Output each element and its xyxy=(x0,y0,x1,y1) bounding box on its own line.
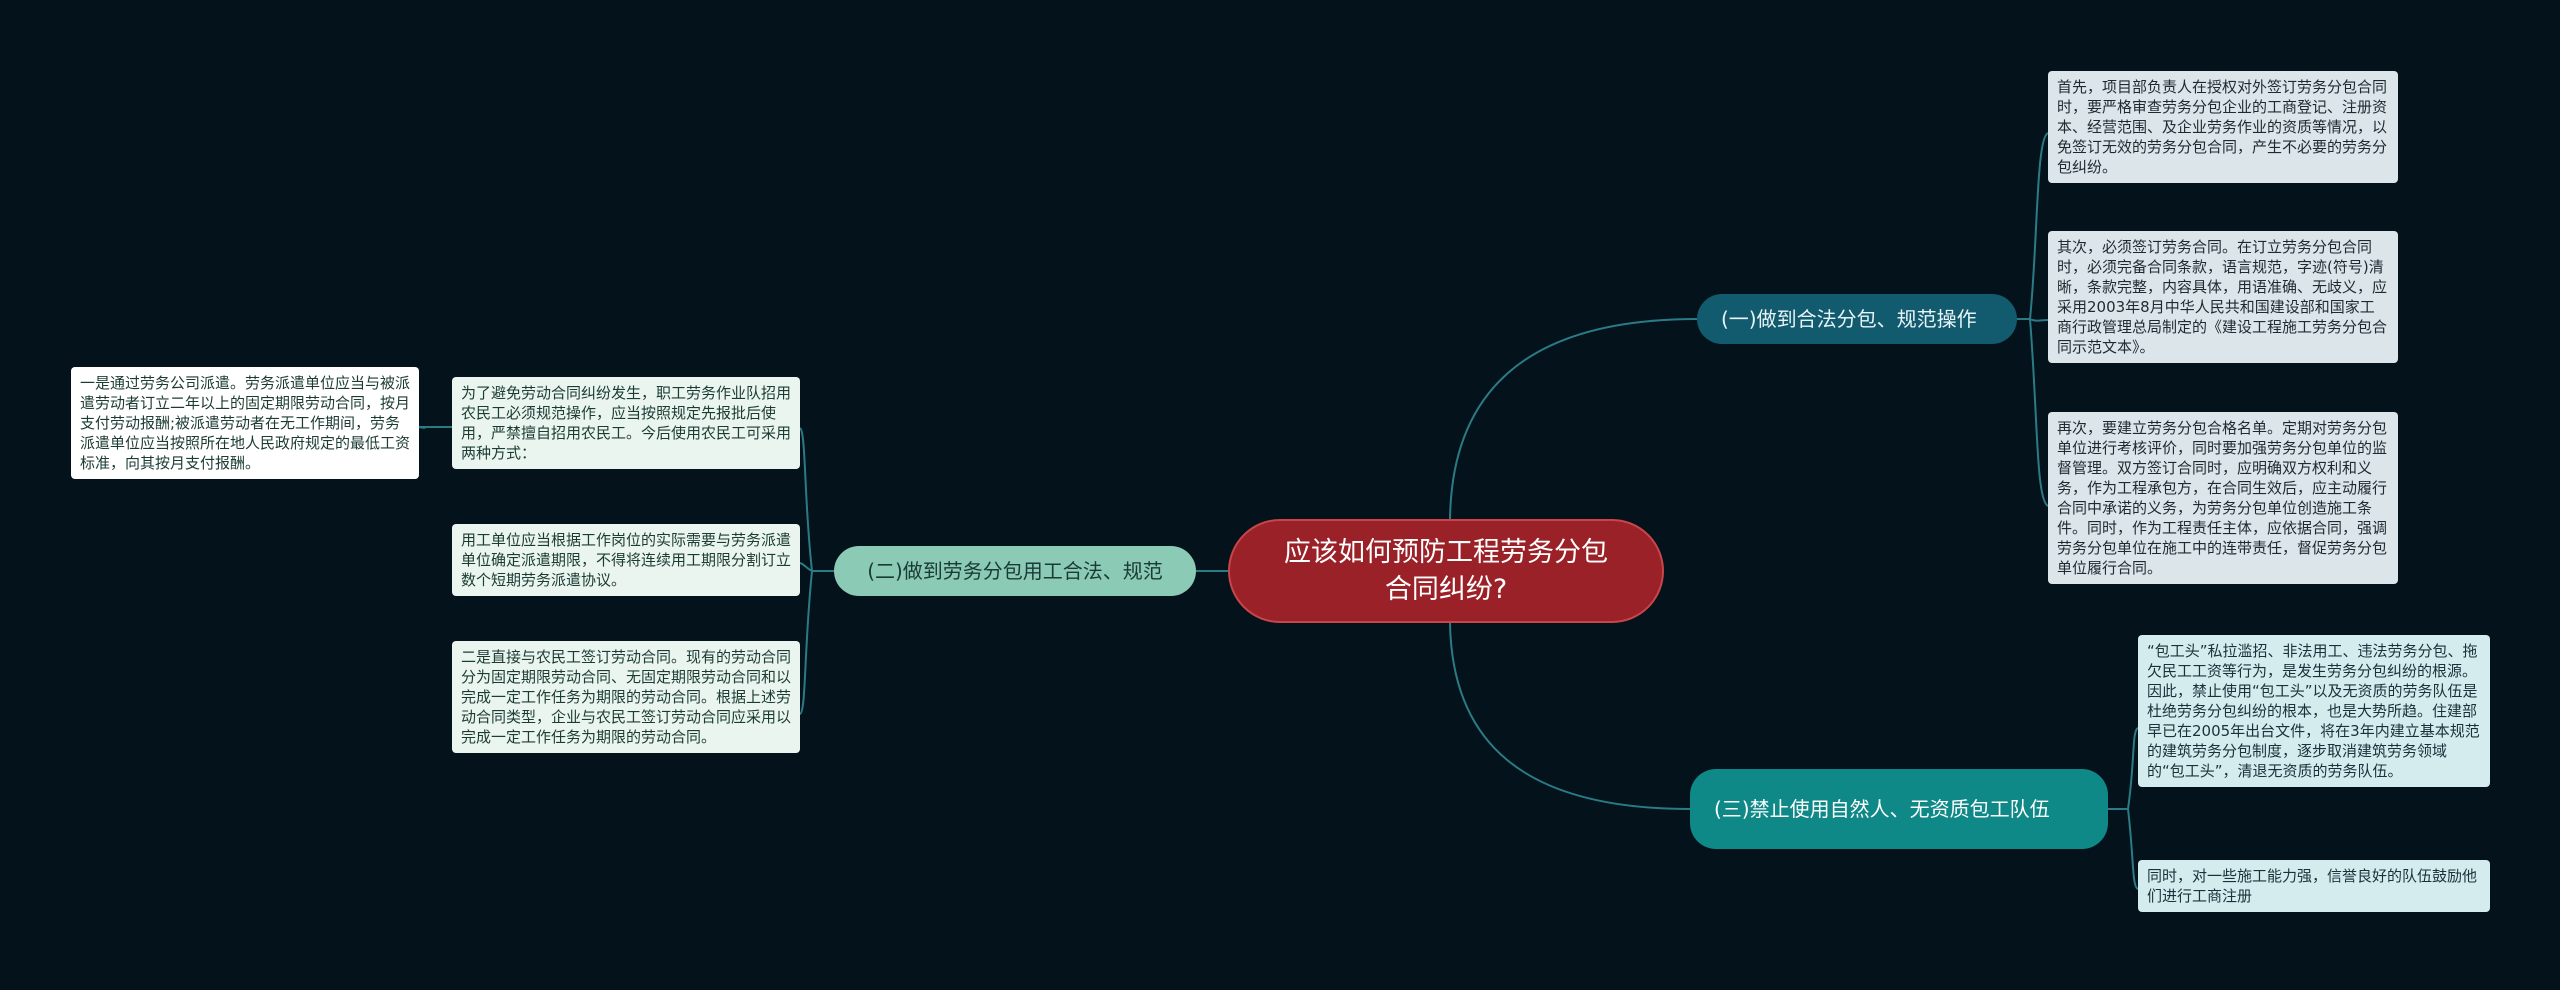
link-root-branch1 xyxy=(1449,318,1698,520)
leaf-text: 其次，必须签订劳务合同。在订立劳务分包合同时，必须完备合同条款，语言规范，字迹(… xyxy=(2057,238,2388,356)
link-b2-subleaf xyxy=(418,426,452,429)
leaf-b2-dispatch-company[interactable]: 一是通过劳务公司派遣。劳务派遣单位应当与被派遣劳动者订立二年以上的固定期限劳动合… xyxy=(71,367,419,479)
link-b1-leaf2 xyxy=(2029,318,2049,322)
leaf-b2-intro[interactable]: 为了避免劳动合同纠纷发生，职工劳务作业队招用农民工必须规范操作，应当按照规定先报… xyxy=(452,377,800,469)
link-b1-leaf1 xyxy=(2029,132,2049,320)
leaf-b1-third[interactable]: 再次，要建立劳务分包合格名单。定期对劳务分包单位进行考核评价，同时要加强劳务分包… xyxy=(2048,412,2398,584)
leaf-b3-encourage-registration[interactable]: 同时，对一些施工能力强，信誉良好的队伍鼓励他们进行工商注册 xyxy=(2138,860,2490,912)
leaf-text: 首先，项目部负责人在授权对外签订劳务分包合同时，要严格审查劳务分包企业的工商登记… xyxy=(2057,78,2388,176)
leaf-b1-second[interactable]: 其次，必须签订劳务合同。在订立劳务分包合同时，必须完备合同条款，语言规范，字迹(… xyxy=(2048,231,2398,363)
leaf-b2-dispatch-term[interactable]: 用工单位应当根据工作岗位的实际需要与劳务派遣单位确定派遣期限，不得将连续用工期限… xyxy=(452,524,800,596)
link-b1-leaf3 xyxy=(2029,318,2049,507)
root-topic-label: 应该如何预防工程劳务分包合同纠纷? xyxy=(1284,537,1608,605)
branch-label: (三)禁止使用自然人、无资质包工队伍 xyxy=(1714,797,2050,821)
link-root-branch3 xyxy=(1449,622,1691,810)
branch-lawful-employment[interactable]: (二)做到劳务分包用工合法、规范 xyxy=(834,546,1196,596)
leaf-text: 用工单位应当根据工作岗位的实际需要与劳务派遣单位确定派遣期限，不得将连续用工期限… xyxy=(461,531,792,589)
link-b3-leaf2 xyxy=(2127,808,2139,890)
root-topic[interactable]: 应该如何预防工程劳务分包合同纠纷? xyxy=(1228,519,1664,623)
link-b2-leaf1 xyxy=(799,427,813,572)
branch-ban-unqualified-teams[interactable]: (三)禁止使用自然人、无资质包工队伍 xyxy=(1690,769,2108,849)
leaf-text: 为了避免劳动合同纠纷发生，职工劳务作业队招用农民工必须规范操作，应当按照规定先报… xyxy=(461,384,792,462)
leaf-b3-contractor-ban[interactable]: “包工头”私拉滥招、非法用工、违法劳务分包、拖欠民工工资等行为，是发生劳务分包纠… xyxy=(2138,635,2490,787)
leaf-b2-direct-contract[interactable]: 二是直接与农民工签订劳动合同。现有的劳动合同分为固定期限劳动合同、无固定期限劳动… xyxy=(452,641,800,753)
leaf-text: 二是直接与农民工签订劳动合同。现有的劳动合同分为固定期限劳动合同、无固定期限劳动… xyxy=(461,648,792,746)
leaf-text: “包工头”私拉滥招、非法用工、违法劳务分包、拖欠民工工资等行为，是发生劳务分包纠… xyxy=(2147,642,2480,780)
leaf-text: 再次，要建立劳务分包合格名单。定期对劳务分包单位进行考核评价，同时要加强劳务分包… xyxy=(2057,419,2388,577)
link-b2-leaf2 xyxy=(799,562,813,572)
link-b2-leaf3 xyxy=(799,570,813,715)
link-b3-leaf1 xyxy=(2127,727,2139,810)
branch-legal-subcontracting[interactable]: (一)做到合法分包、规范操作 xyxy=(1697,294,2017,344)
leaf-b1-first[interactable]: 首先，项目部负责人在授权对外签订劳务分包合同时，要严格审查劳务分包企业的工商登记… xyxy=(2048,71,2398,183)
branch-label: (二)做到劳务分包用工合法、规范 xyxy=(867,559,1163,583)
branch-label: (一)做到合法分包、规范操作 xyxy=(1721,307,1977,331)
leaf-text: 一是通过劳务公司派遣。劳务派遣单位应当与被派遣劳动者订立二年以上的固定期限劳动合… xyxy=(80,374,411,472)
leaf-text: 同时，对一些施工能力强，信誉良好的队伍鼓励他们进行工商注册 xyxy=(2147,867,2478,905)
